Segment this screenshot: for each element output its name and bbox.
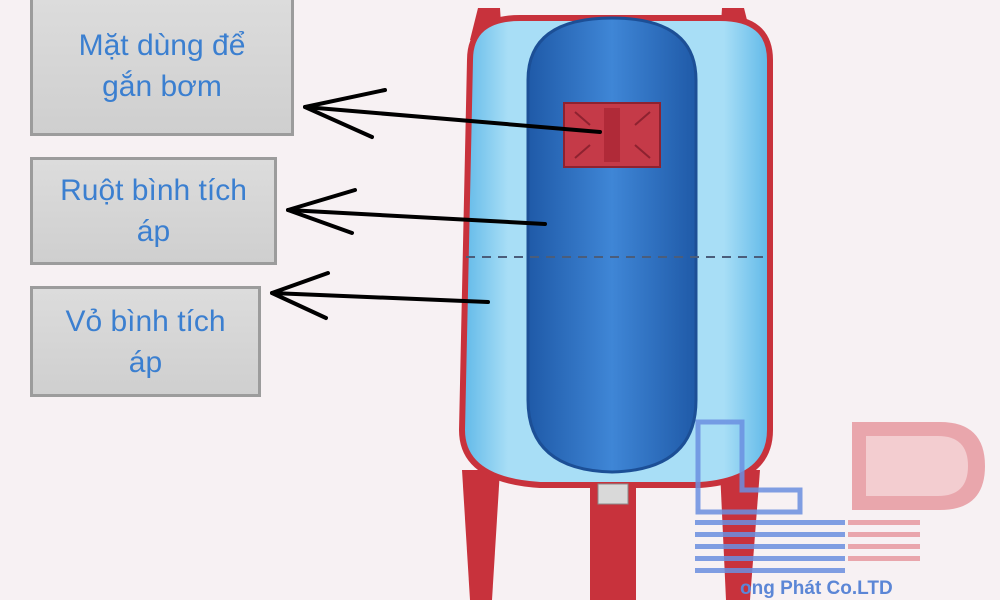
label-bladder-line1: Ruột bình tích	[60, 174, 247, 207]
label-shell: Vỏ bình tích áp	[30, 286, 261, 397]
pump-mount-flange	[563, 102, 661, 168]
label-shell-line2: áp	[128, 345, 163, 379]
arrow-pump-mount	[303, 88, 602, 139]
tank-bladder	[526, 16, 698, 474]
arrow-bladder	[286, 188, 547, 235]
label-pump-mount-line1: Mặt dùng để	[78, 29, 246, 62]
company-logo	[695, 419, 985, 573]
arrow-shell	[270, 271, 490, 320]
bottom-fitting	[597, 483, 629, 505]
label-pump-mount-line2: gắn bơm	[102, 70, 222, 103]
logo-caption: ong Phát Co.LTD	[740, 578, 893, 599]
label-bladder: Ruột bình tích áp	[30, 157, 277, 265]
label-pump-mount: Mặt dùng để gắn bơm	[30, 0, 294, 136]
label-shell-line1: Vỏ bình tích	[65, 304, 226, 338]
label-bladder-line2: áp	[136, 215, 171, 248]
